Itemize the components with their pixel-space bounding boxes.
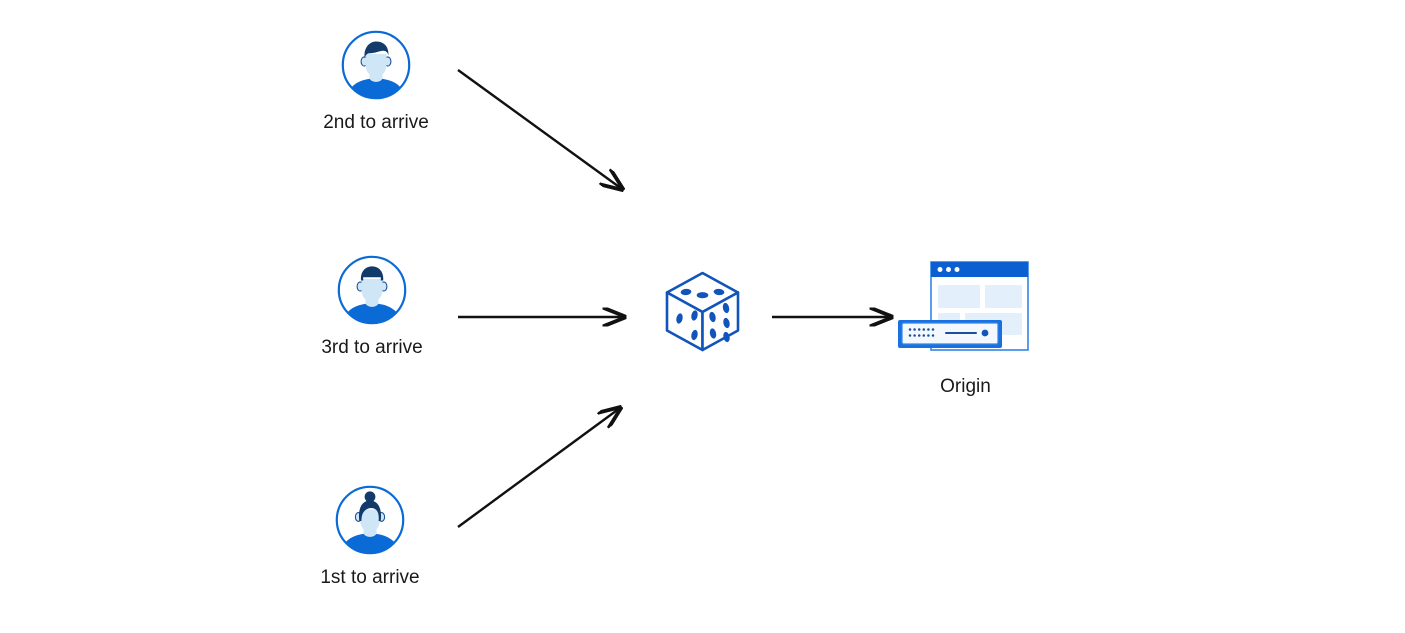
node-client-1: 2nd to arrive [296, 28, 456, 135]
dice-icon [655, 265, 750, 360]
node-client-2: 3rd to arrive [292, 253, 452, 360]
node-client-3: 1st to arrive [290, 483, 450, 590]
user-avatar-icon [333, 483, 407, 557]
arrow-client-1-to-randomizer [457, 69, 622, 189]
node-label-origin: Origin [940, 376, 991, 397]
origin-server-icon [893, 258, 1038, 366]
arrow-client-3-to-randomizer [457, 408, 620, 528]
node-label-client-1: 2nd to arrive [323, 112, 429, 133]
server-box [898, 320, 1002, 348]
user-avatar-icon [339, 28, 413, 102]
user-avatar-icon [335, 253, 409, 327]
node-origin: Origin [893, 258, 1038, 399]
node-label-client-3: 1st to arrive [320, 567, 420, 588]
node-randomizer [655, 265, 750, 370]
node-label-client-2: 3rd to arrive [321, 337, 423, 358]
